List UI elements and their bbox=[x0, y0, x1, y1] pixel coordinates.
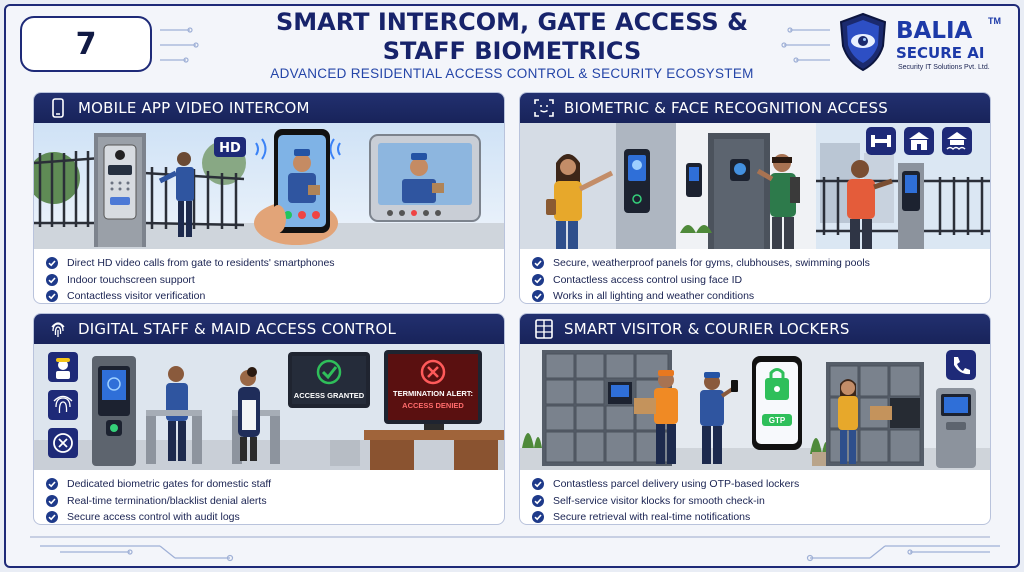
access-denied-label: ACCESS DENIED bbox=[402, 401, 464, 410]
feature-list: Secure, weatherproof panels for gyms, cl… bbox=[532, 255, 982, 303]
smartphone-icon bbox=[52, 98, 64, 118]
list-item: Dedicated biometric gates for domestic s… bbox=[46, 476, 496, 493]
locker-scene: GTP bbox=[520, 344, 990, 470]
logo-brand-name: BALIA bbox=[896, 18, 973, 44]
panel-mobile-video-intercom: MOBILE APP VIDEO INTERCOM bbox=[33, 92, 505, 304]
slide-number: 7 bbox=[75, 26, 97, 62]
check-circle-icon bbox=[532, 273, 544, 286]
list-item: Self-service visitor klocks for smooth c… bbox=[532, 493, 982, 510]
list-item: Secure access control with audit logs bbox=[46, 509, 496, 524]
panel-header: SMART VISITOR & COURIER LOCKERS bbox=[520, 314, 990, 344]
list-item: Secure, weatherproof panels for gyms, cl… bbox=[532, 255, 982, 272]
panel-title: MOBILE APP VIDEO INTERCOM bbox=[78, 99, 310, 117]
feature-list: Dedicated biometric gates for domestic s… bbox=[46, 476, 496, 524]
hd-badge: HD bbox=[219, 141, 241, 156]
fingerprint-icon bbox=[51, 322, 65, 337]
logo-tagline: SECURE AI bbox=[896, 44, 985, 62]
panel-title: BIOMETRIC & FACE RECOGNITION ACCESS bbox=[564, 99, 888, 117]
list-item-text: Contactless access control using face ID bbox=[553, 273, 743, 286]
panel-staff-maid-access: DIGITAL STAFF & MAID ACCESS CONTROL bbox=[33, 313, 505, 525]
panel-biometric-face-recognition: BIOMETRIC & FACE RECOGNITION ACCESS bbox=[519, 92, 991, 304]
panel-header: BIOMETRIC & FACE RECOGNITION ACCESS bbox=[520, 93, 990, 123]
page-title-line-1: SMART INTERCOM, GATE ACCESS & bbox=[275, 8, 748, 36]
slide-number-badge: 7 bbox=[20, 16, 152, 72]
check-circle-icon bbox=[46, 290, 58, 303]
panel-title: DIGITAL STAFF & MAID ACCESS CONTROL bbox=[78, 320, 397, 338]
check-circle-icon bbox=[46, 494, 58, 507]
list-item: Indoor touchscreen support bbox=[46, 272, 496, 289]
locker-icon bbox=[535, 319, 553, 339]
check-circle-icon bbox=[46, 478, 58, 491]
check-circle-icon bbox=[46, 511, 58, 524]
list-item-text: Contastless parcel delivery using OTP-ba… bbox=[553, 478, 800, 491]
circuit-decoration-left bbox=[40, 545, 234, 562]
intercom-illustration: HD bbox=[34, 123, 504, 249]
list-item-text: Secure retrieval with real-time notifica… bbox=[553, 511, 751, 524]
list-item-text: Direct HD video calls from gate to resid… bbox=[67, 257, 335, 270]
check-circle-icon bbox=[532, 257, 544, 270]
list-item: Works in all lighting and weather condit… bbox=[532, 288, 982, 303]
list-item-text: Dedicated biometric gates for domestic s… bbox=[67, 478, 272, 491]
list-item: Contastless parcel delivery using OTP-ba… bbox=[532, 476, 982, 493]
list-item: Contactless visitor verification bbox=[46, 288, 496, 303]
check-circle-icon bbox=[532, 478, 544, 491]
locker-illustration: GTP bbox=[520, 344, 990, 470]
list-item-text: Secure access control with audit logs bbox=[67, 511, 240, 524]
list-item-text: Indoor touchscreen support bbox=[67, 273, 195, 286]
shield-eye-logo-icon bbox=[839, 12, 887, 72]
deny-x-icon bbox=[48, 428, 78, 458]
circuit-decoration-top-left bbox=[160, 27, 199, 63]
panel-title: SMART VISITOR & COURIER LOCKERS bbox=[564, 320, 850, 338]
logo-trademark: TM bbox=[988, 16, 1001, 26]
circuit-decoration-top-right bbox=[781, 27, 830, 63]
access-granted-label: ACCESS GRANTED bbox=[294, 391, 365, 400]
fingerprint-scan-icon bbox=[48, 390, 78, 420]
worker-icon bbox=[48, 352, 78, 382]
list-item-text: Contactless visitor verification bbox=[67, 290, 206, 303]
termination-alert-title: TERMINATION ALERT: bbox=[393, 389, 473, 398]
panel-header: MOBILE APP VIDEO INTERCOM bbox=[34, 93, 504, 123]
swimming-pool-icon bbox=[942, 127, 972, 155]
check-circle-icon bbox=[532, 494, 544, 507]
check-circle-icon bbox=[46, 273, 58, 286]
staff-access-illustration: ACCESS GRANTED TERMINATION ALERT: ACCESS… bbox=[34, 344, 504, 470]
list-item-text: Real-time termination/blacklist denial a… bbox=[67, 494, 267, 507]
list-item-text: Secure, weatherproof panels for gyms, cl… bbox=[553, 257, 870, 270]
gym-icon bbox=[866, 127, 896, 155]
check-circle-icon bbox=[532, 290, 544, 303]
list-item: Contactless access control using face ID bbox=[532, 272, 982, 289]
list-item: Secure retrieval with real-time notifica… bbox=[532, 509, 982, 524]
footer-divider bbox=[30, 536, 990, 538]
company-logo: BALIA TM SECURE AI Security IT Solutions… bbox=[838, 12, 1008, 76]
otp-label: GTP bbox=[769, 416, 786, 425]
list-item: Real-time termination/blacklist denial a… bbox=[46, 493, 496, 510]
list-item-text: Works in all lighting and weather condit… bbox=[553, 290, 755, 303]
face-scan-icon bbox=[534, 99, 554, 117]
logo-company-name: Security IT Solutions Pvt. Ltd. bbox=[898, 64, 990, 71]
phone-call-icon bbox=[946, 350, 976, 380]
feature-list: Contastless parcel delivery using OTP-ba… bbox=[532, 476, 982, 524]
feature-list: Direct HD video calls from gate to resid… bbox=[46, 255, 496, 303]
biometric-scene bbox=[520, 123, 990, 249]
biometric-illustration bbox=[520, 123, 990, 249]
page-subtitle: ADVANCED RESIDENTIAL ACCESS CONTROL & SE… bbox=[270, 66, 754, 81]
list-item: Direct HD video calls from gate to resid… bbox=[46, 255, 496, 272]
check-circle-icon bbox=[532, 511, 544, 524]
intercom-scene: HD bbox=[34, 123, 504, 249]
clubhouse-icon bbox=[904, 127, 934, 155]
panel-visitor-courier-lockers: SMART VISITOR & COURIER LOCKERS bbox=[519, 313, 991, 525]
wifi-signal-icon bbox=[255, 138, 341, 160]
circuit-decoration-right bbox=[806, 545, 1000, 562]
check-circle-icon bbox=[46, 257, 58, 270]
staff-access-scene: ACCESS GRANTED TERMINATION ALERT: ACCESS… bbox=[34, 344, 504, 470]
page-title: SMART INTERCOM, GATE ACCESS & STAFF BIOM… bbox=[200, 8, 824, 66]
list-item-text: Self-service visitor klocks for smooth c… bbox=[553, 494, 765, 507]
page-title-line-2: STAFF BIOMETRICS bbox=[382, 37, 642, 65]
panel-header: DIGITAL STAFF & MAID ACCESS CONTROL bbox=[34, 314, 504, 344]
